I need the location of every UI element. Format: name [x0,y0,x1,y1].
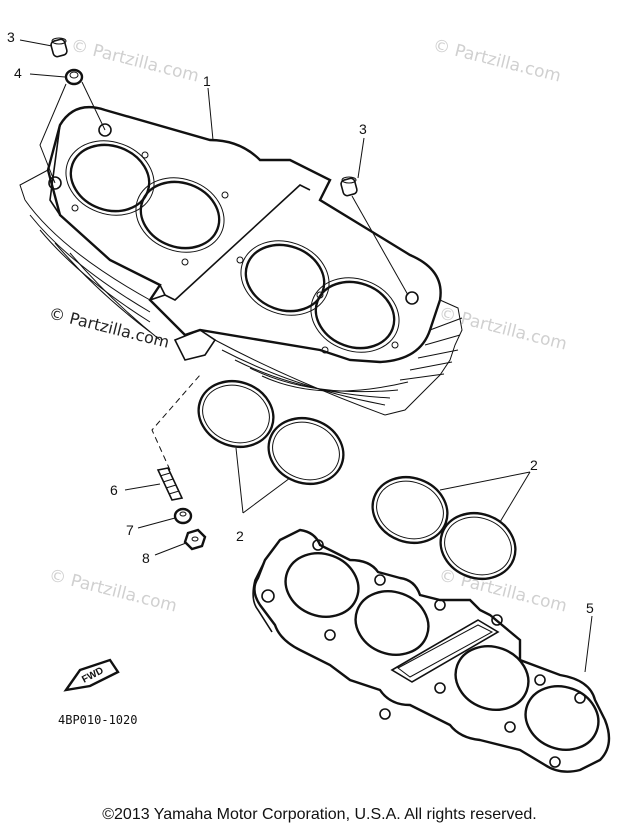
collar-4 [64,68,84,86]
copyright-notice: ©2013 Yamaha Motor Corporation, U.S.A. A… [102,806,537,823]
leader-lines [19,39,593,673]
callout-4: 4 [14,65,22,81]
callout-5: 5 [586,600,594,616]
cylinder-block [19,105,463,416]
callout-2-left: 2 [236,528,244,544]
washer-7 [173,507,193,525]
o-rings-right [371,476,517,580]
callout-6: 6 [110,482,118,498]
dowel-pin-top-left [50,37,68,58]
fwd-arrow: FWD [63,658,120,692]
watermark-top-right: © Partzilla.com [431,35,563,86]
callout-3-right: 3 [359,121,367,137]
callout-8: 8 [142,550,150,566]
callout-7: 7 [126,522,134,538]
diagram-code: 4BP010-1020 [58,713,137,727]
stud-bolt-6 [156,467,184,501]
watermark-top-left: © Partzilla.com [69,35,201,86]
nut-8 [183,528,207,551]
watermark-center: © Partzilla.com [47,303,171,351]
watermark-lower-left: © Partzilla.com [47,565,179,616]
watermark-mid-right: © Partzilla.com [437,303,569,354]
cylinder-gasket [252,528,611,773]
callout-1: 1 [203,73,211,89]
dowel-pin-right [340,176,358,197]
o-rings-left [197,380,345,485]
callouts: 3 4 1 3 2 2 5 6 7 8 [7,29,594,616]
callout-3-top: 3 [7,29,15,45]
callout-2-right: 2 [530,457,538,473]
